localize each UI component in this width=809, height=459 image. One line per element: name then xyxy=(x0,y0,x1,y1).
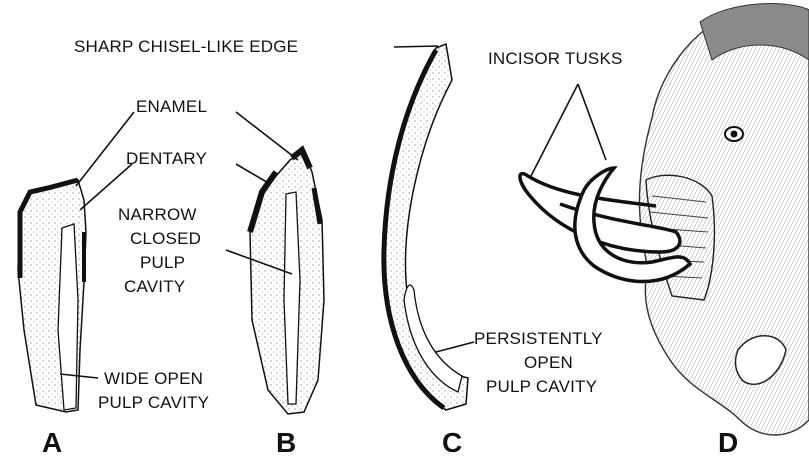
panel-label-c: C xyxy=(442,427,462,458)
label-wide-pulp-line-2: PULP CAVITY xyxy=(98,393,209,412)
tooth-b-narrow-pulp-cavity xyxy=(284,192,300,404)
label-narrow-pulp-line-1: NARROW xyxy=(118,205,197,224)
panel-label-d: D xyxy=(718,427,738,458)
leader-tusk-1 xyxy=(530,84,578,178)
label-dentary: DENTARY xyxy=(126,149,207,168)
leader-persistent-pulp xyxy=(436,342,474,352)
panel-label-b: B xyxy=(276,427,296,458)
label-persistent-pulp-line-1: PERSISTENTLY xyxy=(474,329,603,348)
label-enamel: ENAMEL xyxy=(136,97,207,116)
label-narrow-pulp-line-3: PULP xyxy=(140,253,185,272)
mammoth-pupil xyxy=(731,131,738,138)
leader-enamel-b xyxy=(236,112,298,160)
leader-chisel-edge xyxy=(394,46,438,47)
label-persistent-pulp-line-2: OPEN xyxy=(524,353,573,372)
tooth-b xyxy=(250,150,324,414)
leader-tusk-2 xyxy=(578,84,606,160)
panel-label-a: A xyxy=(42,427,62,458)
label-narrow-pulp-line-4: CAVITY xyxy=(124,277,185,296)
label-wide-pulp-line-1: WIDE OPEN xyxy=(104,369,203,388)
tooth-a xyxy=(18,180,86,412)
leader-dentary-b xyxy=(236,164,270,184)
label-chisel-edge: SHARP CHISEL-LIKE EDGE xyxy=(74,37,298,56)
label-persistent-pulp-line-3: PULP CAVITY xyxy=(486,377,597,396)
label-incisor-tusks: INCISOR TUSKS xyxy=(488,49,623,68)
tusk-c xyxy=(384,44,468,410)
label-narrow-pulp-line-2: CLOSED xyxy=(130,229,201,248)
